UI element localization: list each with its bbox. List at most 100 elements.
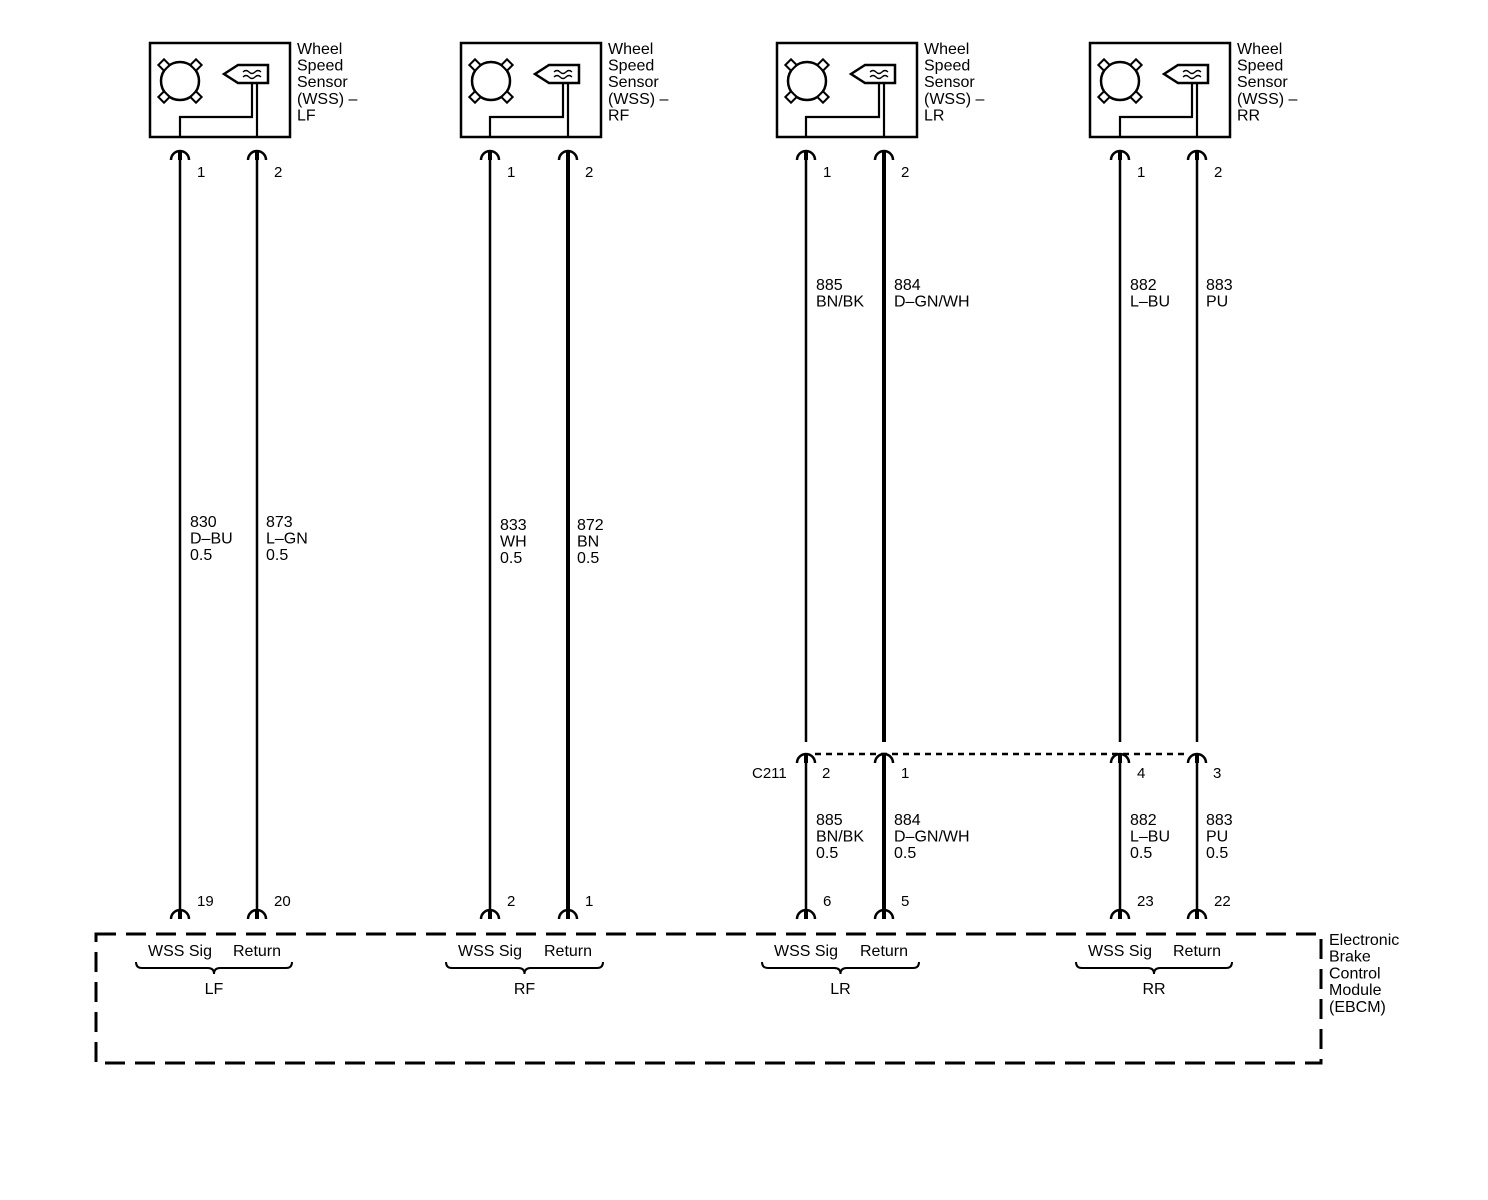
wire-label: 0.5 [577,550,599,567]
wheel-speed-sensor-rf [459,41,603,139]
wire-label: PU [1206,829,1228,846]
wheel-sensor-icon [156,57,270,105]
ebcm-sig-label: WSS Sig [148,943,212,960]
ebcm-group-label: LF [205,981,224,998]
ebcm-group-lf [135,961,293,975]
wire-label: 0.5 [816,845,838,862]
ebcm-pin-number: 19 [197,893,214,910]
wire-label: L–BU [1130,294,1170,311]
ebcm-ret-label: Return [1173,943,1221,960]
wire-label: 885 [816,277,843,294]
c211-pin-number: 2 [822,765,830,782]
wire-label: BN/BK [816,294,864,311]
sensor-label-line: Sensor [924,74,975,91]
ebcm-group-brace [445,961,604,975]
wire-label: D–GN/WH [894,294,970,311]
sensor-label-line: Sensor [297,74,348,91]
ebcm-terminal-ret [246,908,268,920]
ebcm-pin-number: 20 [274,893,291,910]
ebcm-group-brace [761,961,920,975]
sensor-label-line: Wheel [297,41,342,58]
sensor-position-label: LR [924,107,944,124]
ebcm-name-line: Electronic [1329,932,1399,949]
wire-label: 830 [190,514,217,531]
sensor-pin-number: 1 [823,164,831,181]
ebcm-terminal-sig [795,908,817,920]
sensor-position-label: LF [297,107,316,124]
ebcm-pin-number: 1 [585,893,593,910]
wire-label: 883 [1206,277,1233,294]
ebcm-name-line: Control [1329,965,1381,982]
wheel-speed-sensor-rr [1088,41,1232,139]
wire-label: 884 [894,277,921,294]
ebcm-group-label: RF [514,981,536,998]
sensor-pin-number: 2 [274,164,282,181]
ebcm-ret-label: Return [233,943,281,960]
wheel-speed-sensor-lr [775,41,919,139]
ebcm-pin-number: 22 [1214,893,1231,910]
sensor-label-line: (WSS) – [297,91,358,108]
sensor-pin-number: 1 [1137,164,1145,181]
ebcm-sig-label: WSS Sig [774,943,838,960]
wheel-sensor-icon [1096,57,1210,105]
sensor-label-line: Wheel [608,41,653,58]
sensor-pin-number: 2 [585,164,593,181]
wire-label: 0.5 [1130,845,1152,862]
sensor-position-label: RR [1237,107,1260,124]
wire-label: BN/BK [816,829,864,846]
sensor-pin-number: 1 [197,164,205,181]
sensor-label-line: Sensor [608,74,659,91]
wire-label: 0.5 [266,547,288,564]
wheel-sensor-icon [467,57,581,105]
wire-label: PU [1206,294,1228,311]
ebcm-name-line: Brake [1329,949,1371,966]
c211-terminal-lr-sig [795,752,817,764]
ebcm-terminal-ret [557,908,579,920]
wire-label: WH [500,534,527,551]
ebcm-pin-number: 2 [507,893,515,910]
sensor-pin-number: 2 [1214,164,1222,181]
sensor-label-line: Speed [297,58,343,75]
c211-pin-number: 3 [1213,765,1221,782]
sensor-label-line: Wheel [924,41,969,58]
wire-label: 873 [266,514,293,531]
c211-pin-number: 4 [1137,765,1145,782]
wire-label: 883 [1206,812,1233,829]
sensor-label-line: (WSS) – [1237,91,1298,108]
ebcm-terminal-sig [1109,908,1131,920]
wire-label: BN [577,534,599,551]
ebcm-ret-label: Return [544,943,592,960]
ebcm-pin-number: 23 [1137,893,1154,910]
wire-label: L–GN [266,531,308,548]
wire-label: 0.5 [500,550,522,567]
ebcm-terminal-sig [169,908,191,920]
ebcm-ret-label: Return [860,943,908,960]
sensor-label-line: Speed [1237,58,1283,75]
ebcm-group-lr [761,961,920,975]
sensor-label-line: Wheel [1237,41,1282,58]
ebcm-group-brace [135,961,293,975]
sensor-label-line: Speed [924,58,970,75]
c211-pin-number: 1 [901,765,909,782]
sensor-label-line: (WSS) – [924,91,985,108]
c211-terminal-lr-ret [873,752,895,764]
wire-label: 0.5 [190,547,212,564]
sensor-label-line: Speed [608,58,654,75]
wire-label: 885 [816,812,843,829]
sensor-label-line: Sensor [1237,74,1288,91]
ebcm-group-brace [1075,961,1233,975]
c211-terminal-rr-sig [1109,752,1131,764]
sensor-label-line: (WSS) – [608,91,669,108]
wire-label: 0.5 [1206,845,1228,862]
ebcm-group-rr [1075,961,1233,975]
wire-label: 833 [500,517,527,534]
ebcm-name-line: Module [1329,982,1382,999]
wire-label: 882 [1130,277,1157,294]
ebcm-sig-label: WSS Sig [1088,943,1152,960]
ebcm-sig-label: WSS Sig [458,943,522,960]
wire-label: 872 [577,517,604,534]
ebcm-terminal-sig [479,908,501,920]
wire-label: 882 [1130,812,1157,829]
wire-label: L–BU [1130,829,1170,846]
ebcm-module-box [94,932,1323,1065]
